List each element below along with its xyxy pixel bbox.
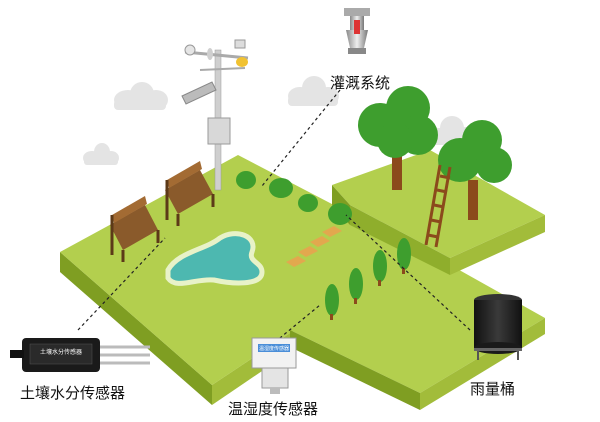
irrigation-label: 灌溉系统 <box>330 74 391 92</box>
bench-icon <box>110 196 160 262</box>
temp-sensor-screen-text: 温湿度传感器 <box>259 345 289 352</box>
bush-row <box>236 171 352 225</box>
soil-sensor-icon: 土壤水分传感器 <box>10 338 150 372</box>
leader-lines <box>77 89 471 343</box>
ladder-icon <box>424 164 452 248</box>
rain-gauge-label: 雨量桶 <box>470 380 516 398</box>
tree-icon <box>438 120 512 220</box>
bench-icon <box>165 161 215 226</box>
temp-sensor-icon: 温湿度传感器 <box>251 337 297 394</box>
cloud-icon <box>288 76 339 106</box>
soil-sensor-screen-text: 土壤水分传感器 <box>40 348 82 356</box>
temp-humidity-sensor-label: 温湿度传感器 <box>228 400 319 418</box>
soil-sensor-label: 土壤水分传感器 <box>20 384 126 402</box>
cloud-icon <box>114 82 168 110</box>
rain-gauge-icon <box>474 294 522 360</box>
tree-icon <box>358 86 438 190</box>
path-stones <box>286 226 342 267</box>
sprinkler-icon <box>344 8 370 54</box>
weather-station-icon <box>181 39 249 191</box>
cloud-icon <box>83 143 119 165</box>
shrub-row <box>325 238 411 320</box>
pond-icon <box>165 231 265 286</box>
